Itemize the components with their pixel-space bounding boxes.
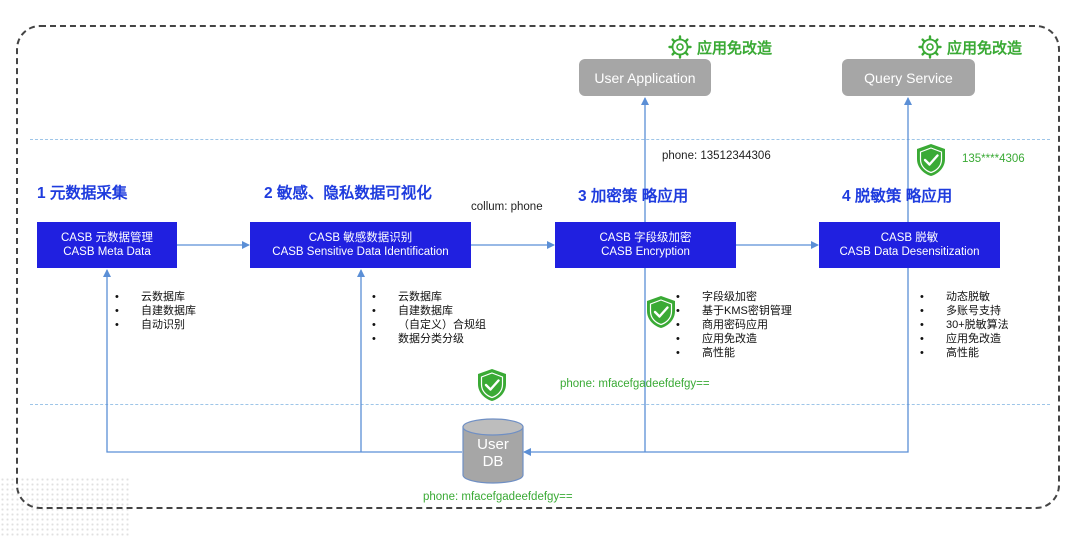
shield-check-icon bbox=[917, 144, 945, 176]
no-change-label: 应用免改造 bbox=[697, 39, 773, 57]
list-item: 数据分类分级 bbox=[372, 332, 486, 346]
list-item: 高性能 bbox=[920, 346, 1009, 360]
step-1-features: 云数据库 自建数据库 自动识别 bbox=[115, 290, 196, 332]
list-item: 云数据库 bbox=[372, 290, 486, 304]
user-application-box: User Application bbox=[579, 59, 711, 96]
step-2-features: 云数据库 自建数据库 （自定义）合规组 数据分类分级 bbox=[372, 290, 486, 346]
casb-desensitization-box: CASB 脱敏 CASB Data Desensitization bbox=[819, 222, 1000, 268]
no-change-label: 应用免改造 bbox=[947, 39, 1023, 57]
casb-encryption-box: CASB 字段级加密 CASB Encryption bbox=[555, 222, 736, 268]
list-item: 动态脱敏 bbox=[920, 290, 1009, 304]
separator-top bbox=[30, 139, 1050, 140]
phone-encrypted-note-mid: phone: mfacefgadeefdefgy== bbox=[560, 378, 710, 390]
step-4-title: 4 脱敏策 略应用 bbox=[842, 188, 953, 205]
step-3-title: 3 加密策 略应用 bbox=[578, 188, 689, 205]
list-item: （自定义）合规组 bbox=[372, 318, 486, 332]
query-service-box: Query Service bbox=[842, 59, 975, 96]
phone-plain-note: phone: 13512344306 bbox=[662, 150, 771, 162]
list-item: 多账号支持 bbox=[920, 304, 1009, 318]
list-item: 30+脱敏算法 bbox=[920, 318, 1009, 332]
step-3-features: 字段级加密 基于KMS密钥管理 商用密码应用 应用免改造 高性能 bbox=[676, 290, 792, 360]
box-label-cn: CASB 元数据管理 bbox=[60, 232, 153, 244]
user-db-label: User DB bbox=[462, 436, 524, 470]
casb-sensitive-data-box: CASB 敏感数据识别 CASB Sensitive Data Identifi… bbox=[250, 222, 471, 268]
database-icon bbox=[462, 418, 524, 484]
no-change-badge-2: 应用免改造 bbox=[918, 35, 1022, 59]
db-label-line1: User bbox=[477, 436, 509, 453]
list-item: 自建数据库 bbox=[372, 304, 486, 318]
phone-masked-note: 135****4306 bbox=[962, 153, 1025, 165]
column-note: collum: phone bbox=[471, 201, 543, 213]
list-item: 商用密码应用 bbox=[676, 318, 792, 332]
db-label-line2: DB bbox=[482, 453, 504, 470]
no-change-badge-1: 应用免改造 bbox=[668, 35, 772, 59]
box-label-en: CASB Sensitive Data Identification bbox=[272, 246, 449, 258]
box-label-cn: CASB 敏感数据识别 bbox=[308, 232, 413, 244]
list-item: 应用免改造 bbox=[676, 332, 792, 346]
arrow-db-to-meta bbox=[103, 269, 462, 453]
list-item: 高性能 bbox=[676, 346, 792, 360]
box-label-cn: CASB 字段级加密 bbox=[599, 232, 692, 244]
list-item: 字段级加密 bbox=[676, 290, 792, 304]
gear-icon bbox=[668, 35, 692, 59]
shield-check-icon bbox=[478, 369, 506, 401]
list-item: 云数据库 bbox=[115, 290, 196, 304]
casb-meta-data-box: CASB 元数据管理 CASB Meta Data bbox=[37, 222, 177, 268]
step-4-features: 动态脱敏 多账号支持 30+脱敏算法 应用免改造 高性能 bbox=[920, 290, 1009, 360]
step-2-title: 2 敏感、隐私数据可视化 bbox=[264, 185, 432, 202]
gear-icon bbox=[918, 35, 942, 59]
phone-encrypted-note-bottom: phone: mfacefgadeefdefgy== bbox=[423, 491, 573, 503]
step-1-title: 1 元数据采集 bbox=[37, 185, 128, 202]
separator-bottom bbox=[30, 404, 1050, 405]
list-item: 基于KMS密钥管理 bbox=[676, 304, 792, 318]
list-item: 应用免改造 bbox=[920, 332, 1009, 346]
list-item: 自建数据库 bbox=[115, 304, 196, 318]
box-label-en: CASB Data Desensitization bbox=[839, 246, 980, 258]
box-label-en: CASB Meta Data bbox=[63, 246, 151, 258]
arrow-into-db bbox=[523, 268, 909, 456]
list-item: 自动识别 bbox=[115, 318, 196, 332]
box-label-en: CASB Encryption bbox=[601, 246, 690, 258]
box-label-cn: CASB 脱敏 bbox=[880, 232, 939, 244]
shield-check-icon bbox=[647, 296, 675, 328]
diagram-frame bbox=[16, 25, 1060, 509]
